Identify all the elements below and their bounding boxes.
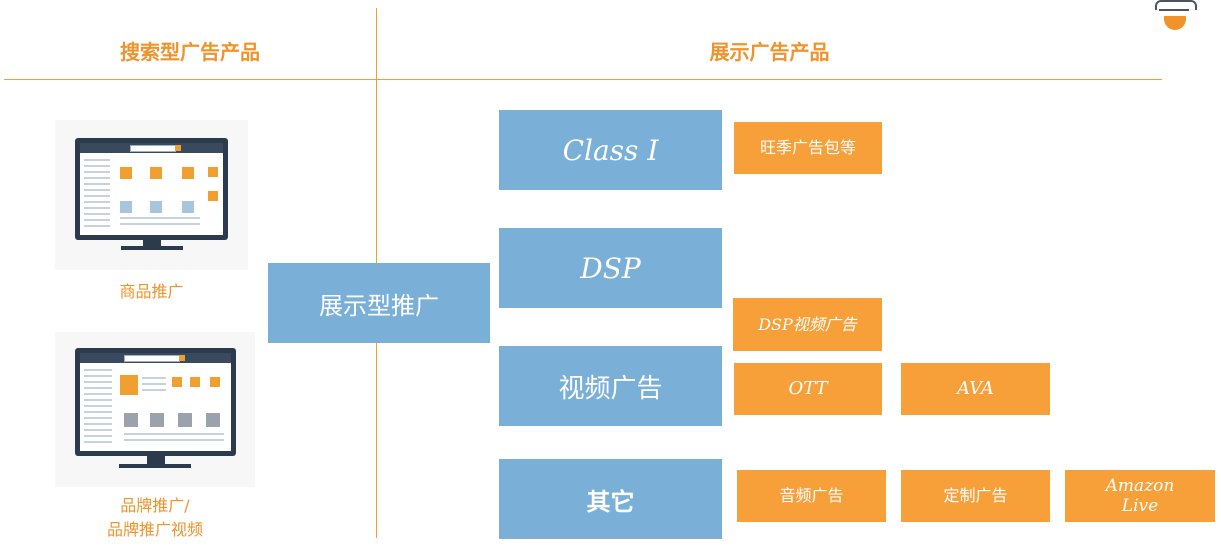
lightbulb-icon	[1155, 0, 1197, 34]
product-caption-sponsored-products: 商品推广	[119, 282, 184, 301]
display-promotion-node: 展示型推广	[268, 263, 490, 343]
caption-line-2: 品牌推广视频	[106, 520, 203, 539]
sub-audio-ads: 音频广告	[737, 470, 886, 522]
sub-custom-ads: 定制广告	[901, 470, 1050, 522]
category-class-i: Class I	[499, 110, 722, 190]
monitor-icon	[75, 138, 228, 240]
sub-dsp-video-ads: DSP视频广告	[733, 298, 882, 351]
sub-ott: OTT	[734, 363, 882, 415]
category-dsp: DSP	[499, 228, 722, 308]
product-caption-sponsored-brands: 品牌推广/ 品牌推广视频	[55, 494, 255, 542]
category-video-ads: 视频广告	[499, 346, 722, 426]
category-other: 其它	[499, 459, 722, 539]
sub-ava: AVA	[901, 363, 1050, 415]
monitor-icon	[75, 348, 236, 456]
search-ads-header: 搜索型广告产品	[120, 40, 260, 64]
product-listing-screenshot	[55, 120, 248, 270]
sub-amazon-live: Amazon Live	[1065, 470, 1215, 522]
display-ads-header: 展示广告产品	[709, 40, 830, 64]
brand-screenshot	[55, 332, 255, 487]
caption-line-1: 品牌推广/	[120, 496, 190, 515]
header-divider	[4, 79, 1162, 80]
sub-peak-season-package: 旺季广告包等	[734, 122, 882, 174]
